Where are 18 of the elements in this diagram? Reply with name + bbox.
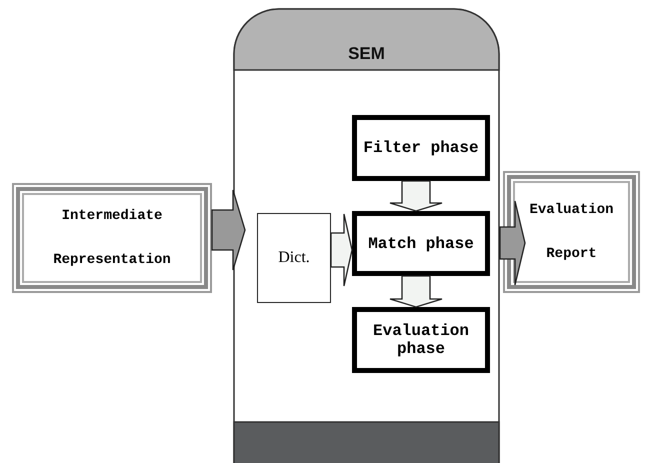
block-arrow (499, 200, 526, 286)
box-label: Evaluation Report (528, 201, 614, 264)
block-arrow (211, 189, 246, 271)
box-label: Evaluation phase (372, 322, 470, 358)
phase-box (352, 211, 490, 276)
box-label: Filter phase (363, 139, 479, 157)
phase-box (352, 307, 490, 373)
box-label: Dict. (278, 249, 310, 267)
block-arrow (389, 275, 443, 308)
box-label: Intermediate Representation (52, 207, 172, 270)
block-arrow (330, 213, 353, 287)
process-box (12, 183, 212, 293)
box-label: Match phase (368, 234, 474, 252)
block-arrow (389, 180, 443, 212)
dictionary-box (257, 213, 331, 303)
process-box (503, 171, 640, 293)
phase-box (352, 115, 490, 181)
module-title: SEM (347, 44, 386, 64)
